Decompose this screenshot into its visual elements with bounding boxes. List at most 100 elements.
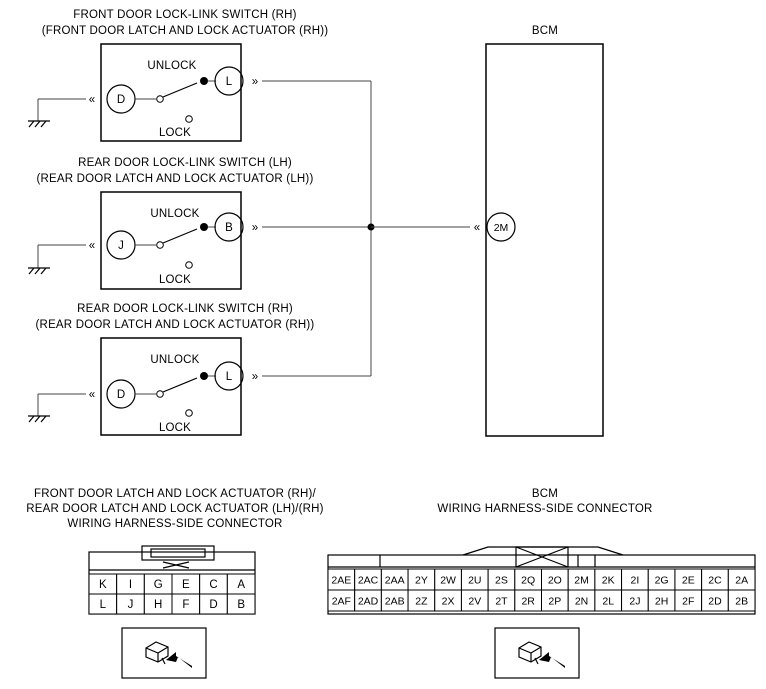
switch-title-line2: (REAR DOOR LATCH AND LOCK ACTUATOR (LH)) <box>36 173 313 185</box>
connector-pin-grid: 2AE 2AC 2AA 2Y 2W 2U 2S 2Q 2O 2M 2K 2I 2G 2E 2C 2A 2AF 2A… <box>327 568 756 612</box>
pin-label: 2AC <box>358 575 379 587</box>
pin-label: 2T <box>495 596 508 608</box>
pin-label: 2J <box>629 596 640 608</box>
pin-label: C <box>209 579 217 591</box>
pin-cell <box>226 593 256 615</box>
connector-chevron-icon: » <box>252 76 258 88</box>
pin-label: 2A <box>735 575 748 587</box>
pin-label: 2C <box>708 575 722 587</box>
pin-label: 2I <box>631 575 640 587</box>
signal-bus: « <box>367 81 480 376</box>
pin-label: 2Z <box>415 596 428 608</box>
pin-label: 2AB <box>385 596 405 608</box>
pin-label: E <box>182 579 190 591</box>
pin-label: L <box>100 599 107 611</box>
connector-chevron-icon: » <box>252 371 258 383</box>
pin-label: J <box>128 599 134 611</box>
connector-view-icon <box>494 627 580 679</box>
pin-label: I <box>129 579 132 591</box>
pin-label: 2K <box>602 575 615 587</box>
pin-label: 2V <box>468 596 481 608</box>
unlock-label: UNLOCK <box>150 354 199 366</box>
ground-symbol-icon <box>28 245 50 275</box>
switch-title-line1: FRONT DOOR LOCK-LINK SWITCH (RH) <box>73 9 296 21</box>
connector-chevron-icon: « <box>89 240 95 252</box>
connector-chevron-icon: « <box>474 222 480 234</box>
lock-label: LOCK <box>159 127 191 139</box>
actuator-connector-title-line2: REAR DOOR LATCH AND LOCK ACTUATOR (LH)/(… <box>26 503 323 515</box>
lock-label: LOCK <box>159 422 191 434</box>
pin-label: 2Y <box>415 575 428 587</box>
rear-door-lh-switch: REAR DOOR LOCK-LINK SWITCH (LH) (REAR DO… <box>28 157 371 290</box>
pin-label: 2L <box>602 596 614 608</box>
switch-title-line1: REAR DOOR LOCK-LINK SWITCH (RH) <box>77 303 293 315</box>
pin-label: F <box>182 599 189 611</box>
pin-label: 2E <box>682 575 695 587</box>
switch-contact-icon <box>162 377 198 393</box>
bcm-connector-title-line2: WIRING HARNESS-SIDE CONNECTOR <box>437 503 652 515</box>
switch-contact-icon <box>162 82 198 98</box>
front-door-rh-switch: FRONT DOOR LOCK-LINK SWITCH (RH) (FRONT … <box>28 9 371 142</box>
bcm-title: BCM <box>532 25 558 37</box>
pin-label: 2H <box>655 596 668 608</box>
output-pin-label: B <box>225 222 233 234</box>
pin-label: 2D <box>708 596 722 608</box>
pin-label: 2O <box>548 575 562 587</box>
ground-pin-label: J <box>118 240 124 252</box>
switch-contact-icon <box>162 228 198 244</box>
pin-label: 2X <box>442 596 455 608</box>
pin-label: 2W <box>440 575 456 587</box>
connector-view-icon <box>121 627 207 679</box>
connector-pin-grid: K I G E C A L J H F D B <box>88 573 256 615</box>
connector-housing <box>327 546 756 615</box>
pin-label: 2B <box>735 596 748 608</box>
pin-label: 2N <box>575 596 588 608</box>
pin-label: D <box>209 599 217 611</box>
pin-label: 2AD <box>358 596 379 608</box>
pin-label: 2F <box>682 596 694 608</box>
connector-chevron-icon: « <box>89 94 95 106</box>
switch-box <box>100 337 242 436</box>
switch-box <box>100 43 242 142</box>
actuator-connector-title-line1: FRONT DOOR LATCH AND LOCK ACTUATOR (RH)/ <box>34 488 316 500</box>
pin-label: K <box>99 579 107 591</box>
pin-label: G <box>154 579 163 591</box>
bcm-pin-label: 2M <box>494 222 509 234</box>
pin-label: A <box>237 579 245 591</box>
pin-label: 2Q <box>521 575 535 587</box>
connector-chevron-icon: » <box>252 222 258 234</box>
connector-chevron-icon: « <box>89 389 95 401</box>
pin-label: 2U <box>468 575 481 587</box>
bcm-box <box>485 43 604 437</box>
switch-title-line2: (REAR DOOR LATCH AND LOCK ACTUATOR (RH)) <box>36 319 315 331</box>
pin-label: 2AF <box>332 596 351 608</box>
pin-label: 2AE <box>331 575 351 587</box>
pin-label: 2G <box>655 575 669 587</box>
switch-title-line1: REAR DOOR LOCK-LINK SWITCH (LH) <box>78 157 292 169</box>
pin-label: 2M <box>574 575 589 587</box>
pin-label: H <box>154 599 162 611</box>
actuator-connector: FRONT DOOR LATCH AND LOCK ACTUATOR (RH)/… <box>26 488 324 679</box>
pin-cell <box>727 589 756 612</box>
lock-label: LOCK <box>159 274 191 286</box>
unlock-label: UNLOCK <box>147 60 196 72</box>
switch-box <box>100 191 242 290</box>
bcm-connector-title-line1: BCM <box>532 488 558 500</box>
rear-door-rh-switch: REAR DOOR LOCK-LINK SWITCH (RH) (REAR DO… <box>28 303 371 436</box>
pin-label: 2P <box>548 596 561 608</box>
switch-title-line2: (FRONT DOOR LATCH AND LOCK ACTUATOR (RH)… <box>42 25 329 37</box>
ground-symbol-icon <box>28 394 50 423</box>
actuator-connector-title-line3: WIRING HARNESS-SIDE CONNECTOR <box>67 518 282 530</box>
bcm-connector: BCM WIRING HARNESS-SIDE CONNECTOR 2AE 2AC… <box>327 488 756 679</box>
pin-label: B <box>237 599 245 611</box>
bcm-block: BCM 2M <box>485 25 604 437</box>
output-pin-label: L <box>226 371 233 383</box>
ground-pin-label: D <box>117 389 125 401</box>
pin-label: 2S <box>495 575 508 587</box>
ground-pin-label: D <box>117 94 125 106</box>
unlock-label: UNLOCK <box>150 208 199 220</box>
ground-symbol-icon <box>28 99 50 128</box>
pin-label: 2AA <box>385 575 405 587</box>
output-pin-label: L <box>226 76 233 88</box>
